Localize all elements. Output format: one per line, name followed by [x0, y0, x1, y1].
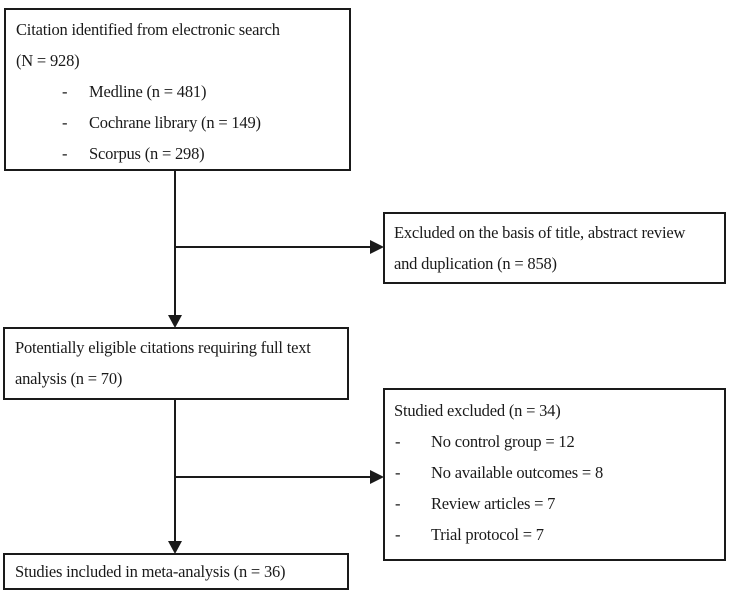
dash-bullet: - — [395, 432, 401, 451]
list-item-label: Review articles = 7 — [431, 494, 556, 513]
arrow-fulltext-to-included — [168, 398, 182, 554]
box-full-text-eligible: Potentially eligible citations requiring… — [3, 327, 349, 400]
list-item-label: No available outcomes = 8 — [431, 463, 604, 482]
box-citations-identified: Citation identified from electronic sear… — [4, 8, 351, 171]
dash-bullet: - — [395, 525, 401, 544]
dash-bullet: - — [62, 82, 68, 101]
list-item-label: Trial protocol = 7 — [431, 525, 544, 544]
box-text-line: (N = 928) — [16, 51, 80, 70]
list-item: - Medline (n = 481) — [62, 76, 339, 107]
list-item: - Cochrane library (n = 149) — [62, 107, 339, 138]
list-item-label: No control group = 12 — [431, 432, 575, 451]
box-included-meta-analysis: Studies included in meta-analysis (n = 3… — [3, 553, 349, 590]
box-excluded-title-abstract: Excluded on the basis of title, abstract… — [383, 212, 726, 284]
box-text-line: and duplication (n = 858) — [394, 254, 557, 273]
arrow-branch-to-excluded-initial — [175, 240, 384, 254]
arrow-branch-to-excluded-fulltext — [175, 470, 384, 484]
dash-bullet: - — [62, 144, 68, 163]
arrow-identified-to-fulltext — [168, 169, 182, 328]
dash-bullet: - — [395, 463, 401, 482]
list-item: - Review articles = 7 — [395, 488, 715, 519]
box-text-line: Studied excluded (n = 34) — [394, 401, 561, 420]
list-item: - No available outcomes = 8 — [395, 457, 715, 488]
dash-bullet: - — [395, 494, 401, 513]
box-text-line: Excluded on the basis of title, abstract… — [394, 223, 686, 242]
box-studies-excluded: Studied excluded (n = 34) - No control g… — [383, 388, 726, 561]
list-item: - Trial protocol = 7 — [395, 519, 715, 550]
box-text-line: analysis (n = 70) — [15, 369, 123, 388]
box-text-line: Studies included in meta-analysis (n = 3… — [15, 562, 286, 581]
list-item: - No control group = 12 — [395, 426, 715, 457]
list-item-label: Cochrane library (n = 149) — [89, 113, 261, 132]
list-item: - Scorpus (n = 298) — [62, 138, 339, 169]
list-item-label: Medline (n = 481) — [89, 82, 207, 101]
box-text-line: Citation identified from electronic sear… — [16, 20, 280, 39]
list-item-label: Scorpus (n = 298) — [89, 144, 205, 163]
dash-bullet: - — [62, 113, 68, 132]
box-text-line: Potentially eligible citations requiring… — [15, 338, 311, 357]
